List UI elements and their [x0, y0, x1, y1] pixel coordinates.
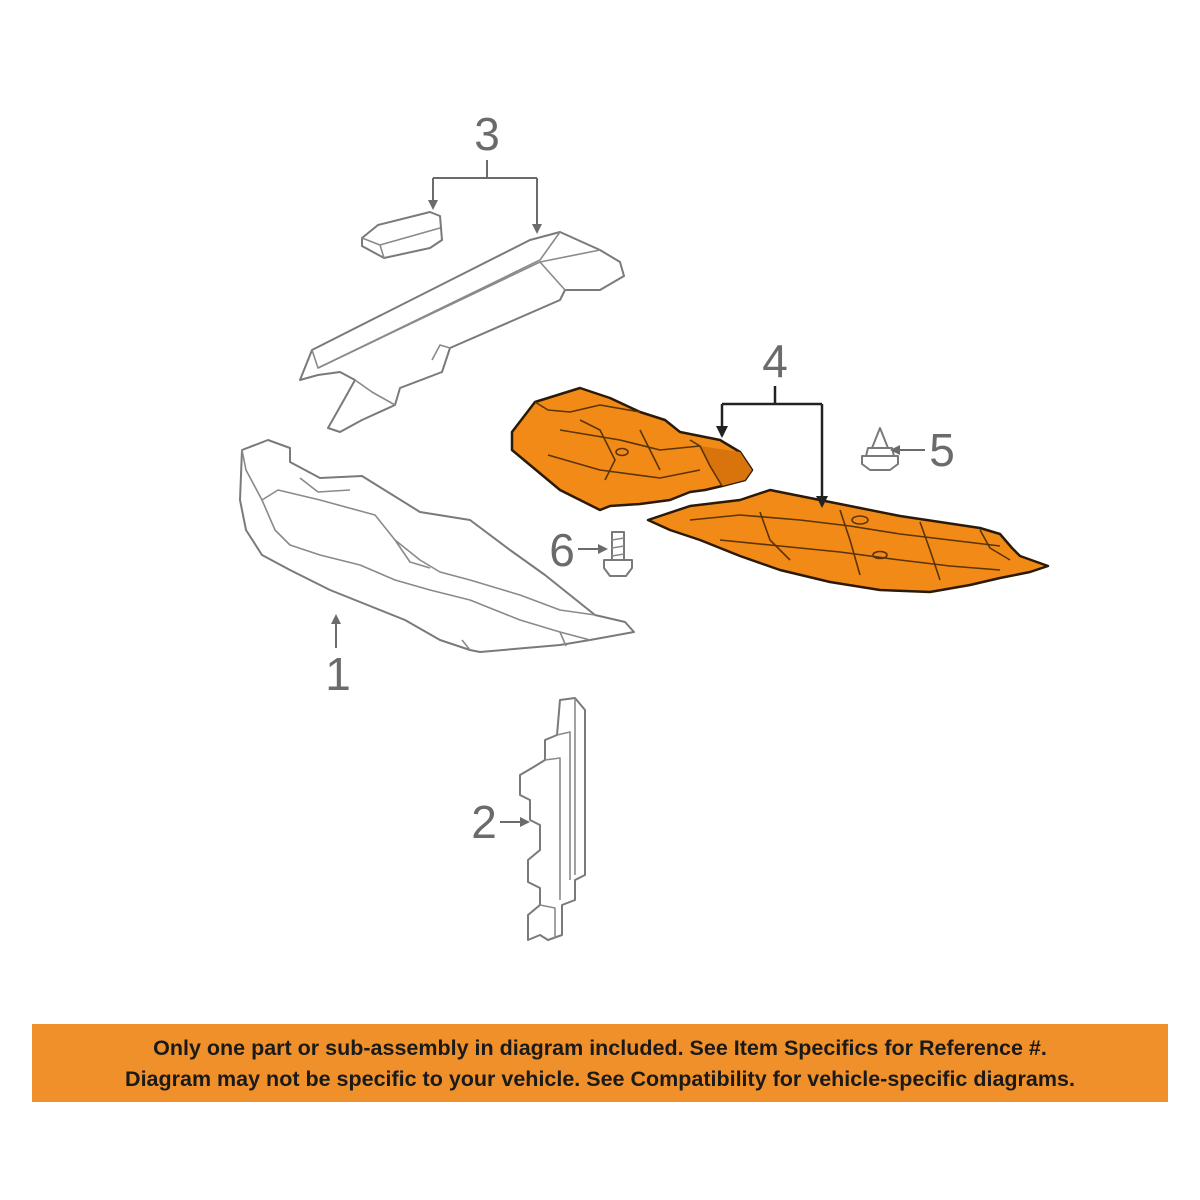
part-1-front-deflector	[239, 439, 635, 653]
callout-1: 1	[325, 648, 351, 700]
callout-2: 2	[471, 796, 497, 848]
callout-3: 3	[474, 108, 500, 160]
part-4-engine-undercover	[510, 386, 1050, 594]
callout-5: 5	[929, 424, 955, 476]
part-2-air-guide	[519, 697, 586, 941]
part-3-small-seal-block	[361, 211, 443, 259]
part-6-bolt	[603, 531, 633, 577]
part-3-upper-seal	[299, 231, 625, 433]
disclaimer-banner: Only one part or sub-assembly in diagram…	[32, 1024, 1168, 1102]
part-5-clip	[861, 427, 899, 471]
disclaimer-line-1: Only one part or sub-assembly in diagram…	[153, 1036, 1047, 1060]
callout-4: 4	[762, 335, 788, 387]
disclaimer-line-2: Diagram may not be specific to your vehi…	[125, 1067, 1075, 1091]
callout-6: 6	[549, 524, 575, 576]
